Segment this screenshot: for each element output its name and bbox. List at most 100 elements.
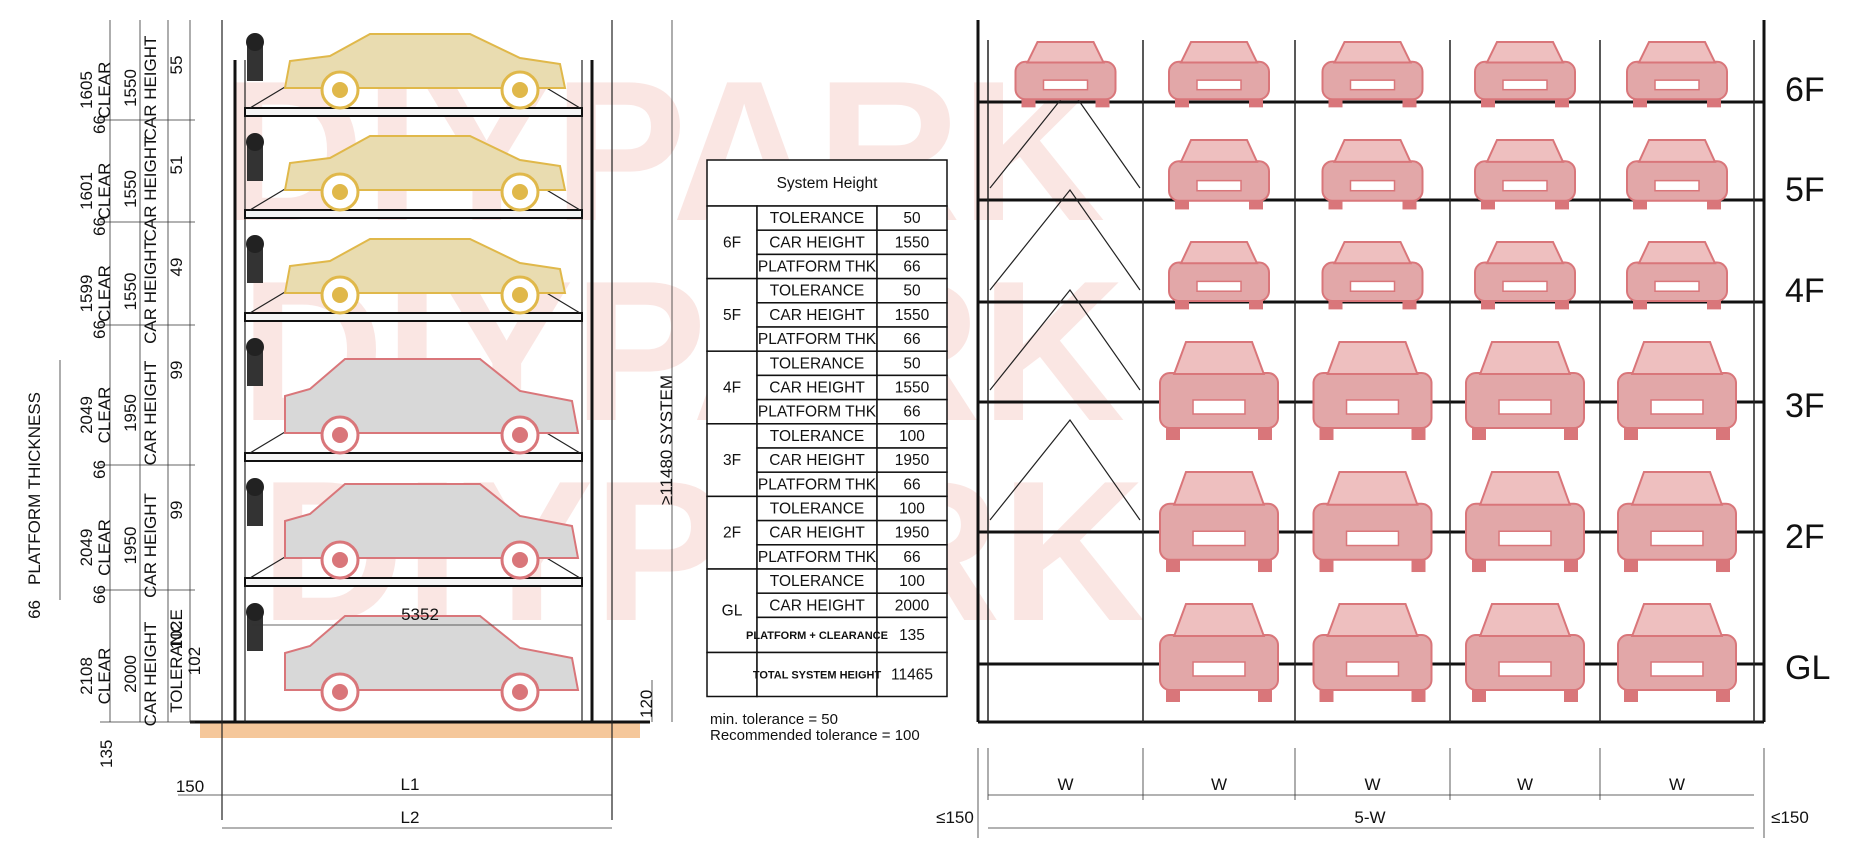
floor-label: GL [1785,649,1830,687]
front-cars [1014,41,1737,702]
car-front-windshield [1637,139,1717,163]
motor-head [246,33,264,51]
car-front-windshield [1326,603,1419,637]
level-car-height-value: 1550 [121,273,140,311]
table-param-label: PLATFORM THK [758,549,877,566]
level-clear-label: CLEAR [95,387,114,444]
car-front-wheel [1411,428,1426,440]
table-floor-label: 6F [723,234,741,251]
sedan-front [1474,139,1576,210]
level-gap-value: 99 [167,361,186,380]
car-front-windshield [1637,241,1717,265]
car-front-wheel [1633,99,1647,108]
level-gap-label: TOLERANCE [167,609,186,713]
level-clear-label: CLEAR [95,62,114,119]
level-clear-value: 2049 [77,529,96,567]
table-value-cell [876,616,948,654]
table-value-cell [876,302,948,328]
sedan-front [1321,41,1424,108]
floor-label: 3F [1785,387,1825,425]
table-param-label: PLATFORM + CLEARANCE [746,630,888,642]
hub-front [332,427,348,443]
level-clear-value: 1599 [77,275,96,313]
hub-front [332,184,348,200]
car-body [284,358,580,434]
level-gap-value: 102 [167,621,186,649]
left-dimensions [59,20,191,722]
motor-head [246,338,264,356]
car-front-wheel [1564,690,1578,702]
platform-deck [244,312,583,322]
car-front-windshield [1478,471,1572,506]
car-body [284,483,580,559]
car-front-windshield [1179,241,1259,265]
table-param-cell [756,229,878,256]
car-length-label: 5352 [401,605,439,624]
car-front-wheel [1555,301,1569,310]
table-param-label: CAR HEIGHT [769,380,865,397]
car-front-windshield [1332,241,1413,265]
car-front-grille [1502,179,1548,192]
platform-gap-value: 66 [90,217,109,236]
car-front-windshield [1025,41,1106,64]
car-front-wheel [1166,428,1180,440]
car-front-wheel [1624,690,1638,702]
level-clear-value: 1601 [77,172,96,210]
table-param-label: CAR HEIGHT [769,234,865,251]
suv-front [1159,471,1279,573]
level-car-height-label: CAR HEIGHT [141,137,160,242]
table-floor-label: 4F [723,380,741,397]
floor-label: 2F [1785,518,1825,556]
car-front-windshield [1172,471,1266,506]
hub-front [332,82,348,98]
car-front-grille [1498,399,1552,415]
car-front-wheel [1175,301,1189,310]
level-gap-value: 51 [167,156,186,175]
hub-rear [512,684,528,700]
dim-150-label: 150 [176,777,204,796]
motor-unit [247,247,263,283]
car-body [284,615,580,691]
car-front-wheel [1472,428,1486,440]
hub-front [332,552,348,568]
sedan-front [1474,241,1576,310]
table-floor-cell [706,423,758,498]
table-floor-label: 5F [723,307,741,324]
suv-side [284,358,580,455]
table-value-cell [876,398,948,425]
car-front-wheel [1095,99,1110,108]
table-param-label: TOLERANCE [770,210,864,227]
sedan-side [283,135,567,212]
table-param-label: PLATFORM THK [758,476,877,493]
car-front-wheel [1249,301,1263,310]
table-total-label-cell [756,651,878,698]
level-car-height-value: 1950 [121,394,140,432]
dim-135-label: 135 [97,740,116,768]
table-param-cell [756,544,878,570]
table-total-label: TOTAL SYSTEM HEIGHT [753,669,882,681]
front-empty-brace [989,188,1141,291]
sedan-front [1014,41,1117,108]
car-front-grille [1192,399,1246,415]
platform-thickness-label: PLATFORM THICKNESS [25,392,44,585]
platform-deck [244,452,583,462]
hub-front [332,287,348,303]
table-floor-cell [706,568,758,654]
front-empty-brace [989,288,1141,391]
hub-rear [512,184,528,200]
platform-deck [244,209,583,219]
car-front-windshield [1332,139,1413,163]
car-front-grille [1498,661,1552,677]
level-clear-value: 2108 [77,657,96,695]
motor-unit [247,145,263,181]
suv-front [1465,341,1585,440]
car-front-wheel [1258,559,1272,573]
floor-label: 5F [1785,171,1825,209]
car-front-grille [1349,179,1396,192]
car-front-wheel [1175,200,1189,210]
table-value: 66 [903,404,920,421]
car-front-wheel [1472,690,1486,702]
table-param-label: PLATFORM THK [758,404,877,421]
